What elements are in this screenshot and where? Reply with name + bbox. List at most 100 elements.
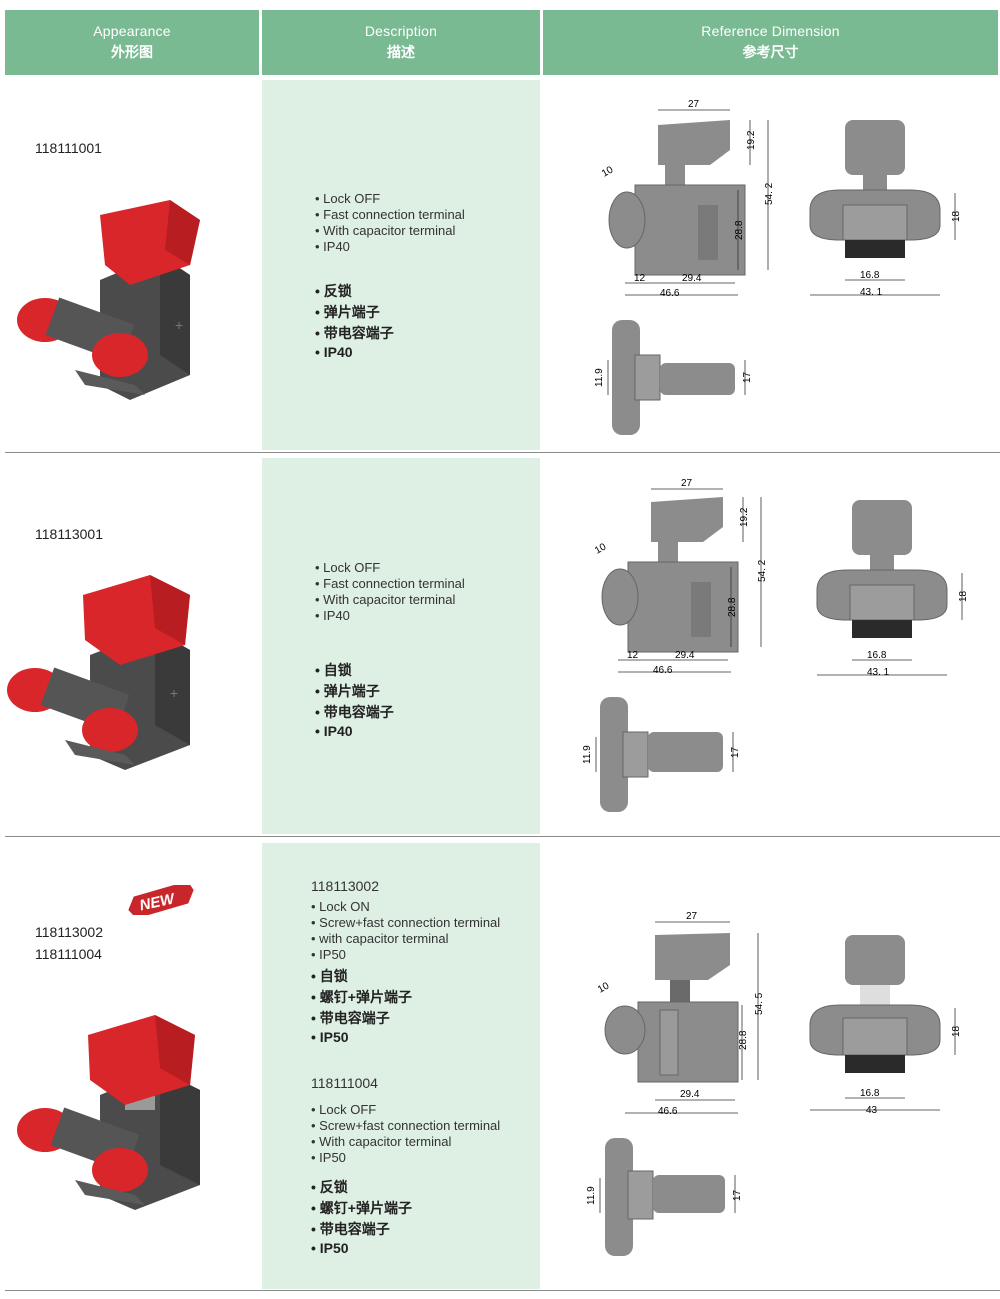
dim-label: 17 (742, 371, 753, 383)
desc-line: • IP40 (315, 239, 350, 254)
desc-cn-line: • 带电容端子 (315, 325, 394, 341)
side-view-drawing: 27 54. 5 28.8 10 29.4 46.6 (596, 911, 765, 1117)
dim-label: 10 (600, 164, 616, 179)
dim-label: 18 (951, 210, 962, 222)
dim-label: 54. 2 (757, 559, 768, 582)
header-appearance-en: Appearance (93, 23, 171, 39)
bottom-view-drawing: 11.9 17 (594, 320, 753, 435)
desc-cn-line: • 带电容端子 (311, 1221, 390, 1237)
desc-cn-line: • 自锁 (315, 662, 352, 678)
header-appearance: Appearance 外形图 (5, 10, 259, 75)
header-description-cn: 描述 (387, 44, 415, 60)
dim-label: 11.9 (594, 368, 605, 387)
desc-cn-line: • 自锁 (311, 968, 348, 984)
desc-line: • Fast connection terminal (315, 576, 465, 591)
desc-cn-line: • IP50 (311, 1240, 349, 1256)
dim-label: 16.8 (867, 650, 887, 661)
desc-cn-line: • IP40 (315, 344, 353, 360)
dim-label: 54. 2 (764, 182, 775, 205)
desc-line: • IP50 (311, 1150, 346, 1165)
desc-cn-line: • 反锁 (315, 283, 352, 299)
dim-label: 12 (634, 273, 646, 284)
dim-label: 11.9 (586, 1186, 597, 1205)
side-view-drawing: 27 19.2 54. 2 28.8 10 12 29.4 46.6 (600, 99, 775, 299)
desc-cn-line: • 反锁 (311, 1179, 348, 1195)
front-view-drawing: 18 16.8 43. 1 (816, 500, 969, 678)
desc-cn-line: • 弹片端子 (315, 304, 380, 320)
desc-line: • Lock OFF (315, 560, 381, 575)
desc-line: • Screw+fast connection terminal (311, 1118, 501, 1133)
dim-label: 12 (627, 650, 639, 661)
front-view-drawing: 18 16.8 43 (809, 935, 962, 1116)
side-view-drawing: 27 19.2 54. 2 28.8 10 12 29.4 46.6 (593, 478, 768, 676)
product-code: 118113002 (35, 924, 103, 940)
dim-label: 27 (686, 911, 698, 922)
new-badge: NEW (128, 885, 194, 915)
dim-label: 28.8 (734, 220, 745, 240)
dim-label: 43 (866, 1105, 878, 1116)
header-reference-cn: 参考尺寸 (742, 44, 799, 60)
dim-label: 46.6 (660, 288, 680, 299)
dim-label: 16.8 (860, 1088, 880, 1099)
header-description: Description 描述 (262, 10, 540, 75)
header-reference: Reference Dimension 参考尺寸 (543, 10, 998, 75)
dim-label: 10 (596, 980, 612, 995)
dim-label: 11.9 (582, 745, 593, 764)
dim-label: 43. 1 (860, 287, 883, 298)
dim-label: 29.4 (675, 650, 695, 661)
dim-label: 17 (732, 1189, 743, 1201)
desc-line: • With capacitor terminal (315, 592, 456, 607)
row-divider (5, 452, 1000, 453)
dim-label: 16.8 (860, 270, 880, 281)
product-code: 118111004 (35, 946, 102, 962)
dim-label: 17 (730, 746, 741, 758)
desc-cn-line: • 带电容端子 (311, 1010, 390, 1026)
dim-label: 28.8 (738, 1030, 749, 1050)
dim-label: 27 (688, 99, 700, 110)
bottom-view-drawing: 11.9 17 (586, 1138, 743, 1256)
row-divider (5, 836, 1000, 837)
desc-line: • IP40 (315, 608, 350, 623)
row1-description-panel (262, 80, 540, 450)
svg-text:+: + (175, 317, 183, 333)
switch-photo: + (17, 200, 200, 400)
dim-label: 54. 5 (754, 992, 765, 1015)
desc-cn-line: • 螺钉+弹片端子 (311, 989, 412, 1005)
desc-line: • with capacitor terminal (311, 931, 449, 946)
header-description-en: Description (364, 23, 438, 39)
product-code: 118111001 (35, 140, 102, 156)
desc-line: • Lock OFF (311, 1102, 377, 1117)
dim-label: 19.2 (739, 507, 750, 527)
row2-description-panel (262, 458, 540, 834)
desc-cn-line: • 弹片端子 (315, 683, 380, 699)
group-title: 118113002 (311, 878, 379, 894)
desc-line: • Screw+fast connection terminal (311, 915, 501, 930)
product-code: 118113001 (35, 526, 103, 542)
dim-label: 46.6 (653, 665, 673, 676)
header-appearance-cn: 外形图 (111, 44, 153, 60)
dim-label: 18 (958, 590, 969, 602)
desc-cn-line: • IP40 (315, 723, 353, 739)
switch-photo (17, 1015, 200, 1210)
front-view-drawing: 18 16.8 43. 1 (809, 120, 962, 298)
dim-label: 29.4 (680, 1089, 700, 1100)
dim-label: 10 (593, 541, 609, 556)
desc-line: • IP50 (311, 947, 346, 962)
desc-cn-line: • IP50 (311, 1029, 349, 1045)
svg-text:+: + (170, 685, 178, 701)
dim-label: 28.8 (727, 597, 738, 617)
dim-label: 27 (681, 478, 693, 489)
dim-label: 46.6 (658, 1106, 678, 1117)
dim-label: 43. 1 (867, 667, 890, 678)
dim-label: 19.2 (746, 130, 757, 150)
switch-photo: + (7, 575, 190, 770)
desc-line: • Fast connection terminal (315, 207, 465, 222)
group-title: 118111004 (311, 1075, 378, 1091)
bottom-view-drawing: 11.9 17 (582, 697, 741, 812)
row3-description-panel (262, 843, 540, 1289)
desc-line: • Lock ON (311, 899, 370, 914)
desc-cn-line: • 螺钉+弹片端子 (311, 1200, 412, 1216)
desc-line: • With capacitor terminal (315, 223, 456, 238)
desc-line: • With capacitor terminal (311, 1134, 452, 1149)
desc-line: • Lock OFF (315, 191, 381, 206)
